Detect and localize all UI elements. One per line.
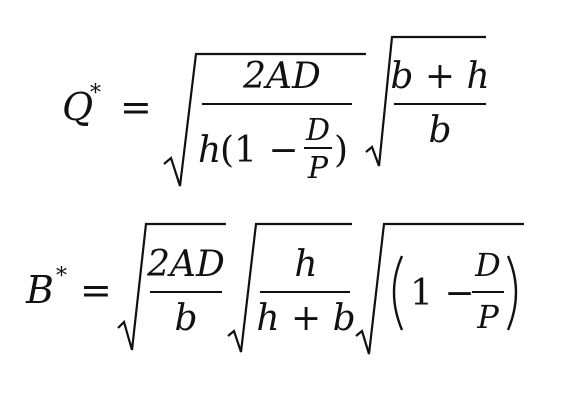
q-rad1-den-open: (1 −: [220, 130, 299, 171]
b-radical-3-sign: [355, 222, 524, 355]
b-rad3-one-minus: 1 −: [410, 273, 475, 314]
q-lhs-superscript: *: [90, 81, 101, 106]
q-rad1-den-frac-den: P: [307, 151, 329, 186]
q-radical-1-sign: [163, 52, 366, 187]
b-radical-1-sign: [117, 222, 226, 351]
b-rad1-denominator: b: [174, 298, 197, 339]
q-rad1-den-h: h: [198, 130, 221, 171]
b-rad3-left-paren: [392, 255, 404, 331]
b-rad3-right-paren: [506, 255, 518, 331]
q-rad1-den-frac-num: D: [305, 113, 330, 148]
q-equals-sign: =: [120, 85, 152, 129]
b-rad3-frac-den: P: [476, 298, 499, 336]
q-rad2-numerator: b + h: [390, 56, 489, 97]
q-star-formula: Q * = 2AD h (1 − D P ) b + h b: [62, 35, 490, 187]
q-lhs-variable: Q: [62, 85, 93, 129]
b-radical-2-sign: [227, 222, 352, 353]
b-lhs-variable: B: [25, 268, 54, 312]
q-rad2-denominator: b: [428, 110, 451, 151]
q-rad1-numerator: 2AD: [242, 56, 321, 97]
b-rad2-numerator: h: [294, 244, 317, 285]
b-rad3-frac-num: D: [474, 246, 501, 284]
b-rad2-denominator: h + b: [256, 298, 355, 339]
b-star-formula: B * = 2AD b h h + b 1 − D P: [25, 222, 524, 355]
b-lhs-superscript: *: [56, 264, 67, 289]
b-equals-sign: =: [80, 268, 112, 312]
q-rad1-den-close: ): [334, 130, 348, 171]
q-radical-2-sign: [365, 35, 486, 167]
b-rad1-numerator: 2AD: [146, 244, 225, 285]
